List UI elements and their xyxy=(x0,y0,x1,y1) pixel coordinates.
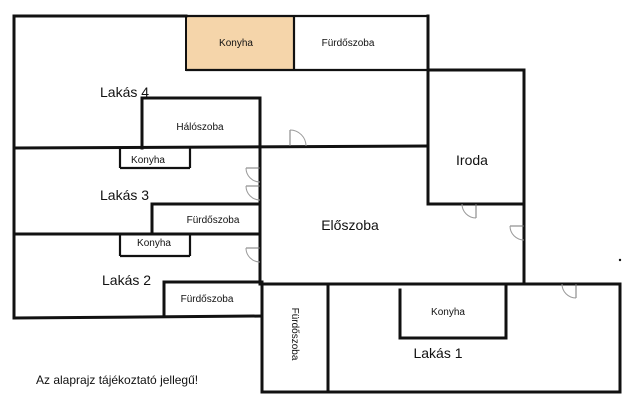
walls xyxy=(12,14,622,394)
label-konyha-lakas-3: Konyha xyxy=(137,238,171,249)
label-konyha-lakas-1: Konyha xyxy=(431,307,465,318)
label-lakas-3: Lakás 3 xyxy=(100,187,149,203)
highlighted-kitchen-area xyxy=(185,15,295,71)
label-eloszoba: Előszoba xyxy=(321,217,379,233)
label-konyha-top: Konyha xyxy=(219,38,253,49)
label-furdoszoba-top: Fürdőszoba xyxy=(322,38,375,49)
door-symbols xyxy=(245,129,577,299)
disclaimer-note: Az alaprajz tájékoztató jellegű! xyxy=(36,373,198,387)
label-haloszoba: Hálószoba xyxy=(176,122,224,133)
label-konyha-lakas-4: Konyha xyxy=(131,155,165,166)
label-lakas-1: Lakás 1 xyxy=(413,345,462,361)
label-iroda: Iroda xyxy=(456,152,488,168)
label-furdoszoba-lakas-3: Fürdőszoba xyxy=(187,215,240,226)
label-lakas-2: Lakás 2 xyxy=(102,272,151,288)
label-lakas-4: Lakás 4 xyxy=(100,84,149,100)
dot-mark xyxy=(618,258,622,262)
label-furdoszoba-lakas-2: Fürdőszoba xyxy=(181,294,234,305)
label-furdoszoba-vertical: Fürdőszoba xyxy=(289,308,300,361)
